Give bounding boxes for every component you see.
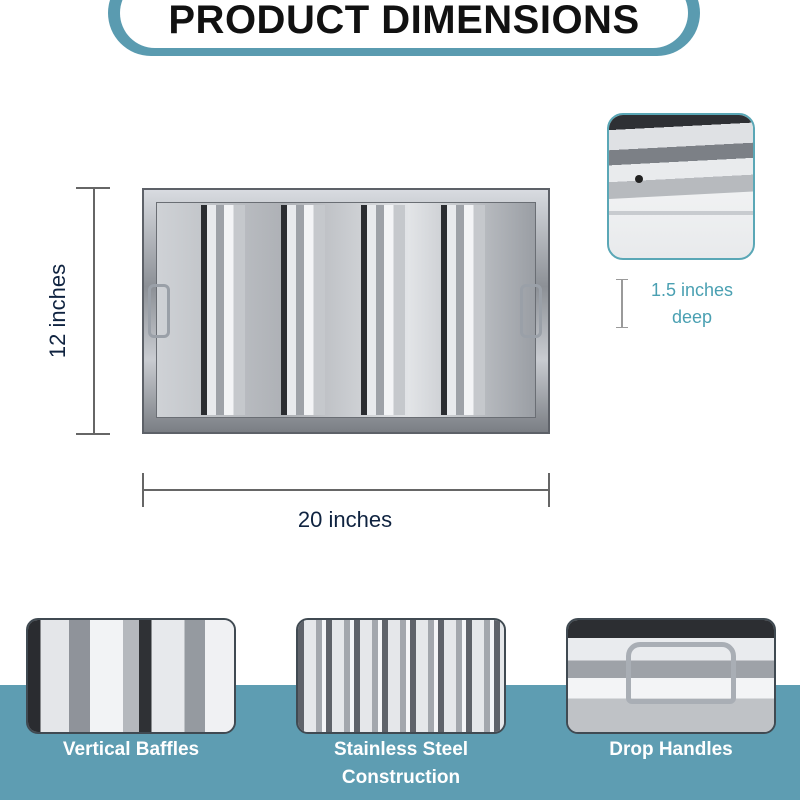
baffle	[361, 205, 405, 415]
depth-dimension-line	[621, 279, 623, 327]
height-tick-top	[76, 187, 110, 189]
page-title: PRODUCT DIMENSIONS	[168, 0, 640, 42]
rivet	[635, 175, 643, 183]
right-handle	[520, 284, 542, 338]
feature-card-construction	[296, 618, 506, 734]
filter-edge	[609, 211, 753, 215]
width-tick-left	[142, 473, 144, 507]
height-dimension-line	[93, 188, 95, 434]
depth-label-line2: deep	[671, 307, 713, 327]
caption-vertical-baffles: Vertical Baffles	[62, 739, 200, 760]
caption-stainless-steel: Stainless Steel Construction	[276, 736, 526, 792]
left-handle	[148, 284, 170, 338]
baffle	[441, 205, 485, 415]
baffles-closeup-image	[28, 620, 234, 732]
height-tick-bottom	[76, 433, 110, 435]
drop-handle-image	[626, 642, 736, 704]
handle-closeup-image	[568, 620, 774, 732]
width-label: 20 inches	[297, 507, 393, 532]
caption-line1: Stainless Steel	[333, 739, 469, 760]
main-filter-image	[142, 188, 550, 434]
depth-inset-image	[607, 113, 755, 260]
height-label: 12 inches	[45, 263, 70, 359]
depth-tick-bottom	[616, 327, 628, 328]
filter-inner	[156, 202, 536, 418]
baffle	[281, 205, 325, 415]
caption-drop-handles: Drop Handles	[609, 739, 733, 760]
feature-card-baffles	[26, 618, 236, 734]
filter-lip	[609, 115, 753, 199]
width-tick-right	[548, 473, 550, 507]
construction-image	[298, 620, 504, 732]
depth-tick-top	[616, 279, 628, 280]
baffle	[201, 205, 245, 415]
caption-line2: Construction	[341, 767, 461, 788]
depth-label-line1: 1.5 inches	[650, 280, 734, 300]
depth-label: 1.5 inches deep	[632, 277, 752, 331]
width-dimension-line	[143, 489, 549, 491]
title-pill: PRODUCT DIMENSIONS	[120, 0, 688, 48]
feature-card-handles	[566, 618, 776, 734]
